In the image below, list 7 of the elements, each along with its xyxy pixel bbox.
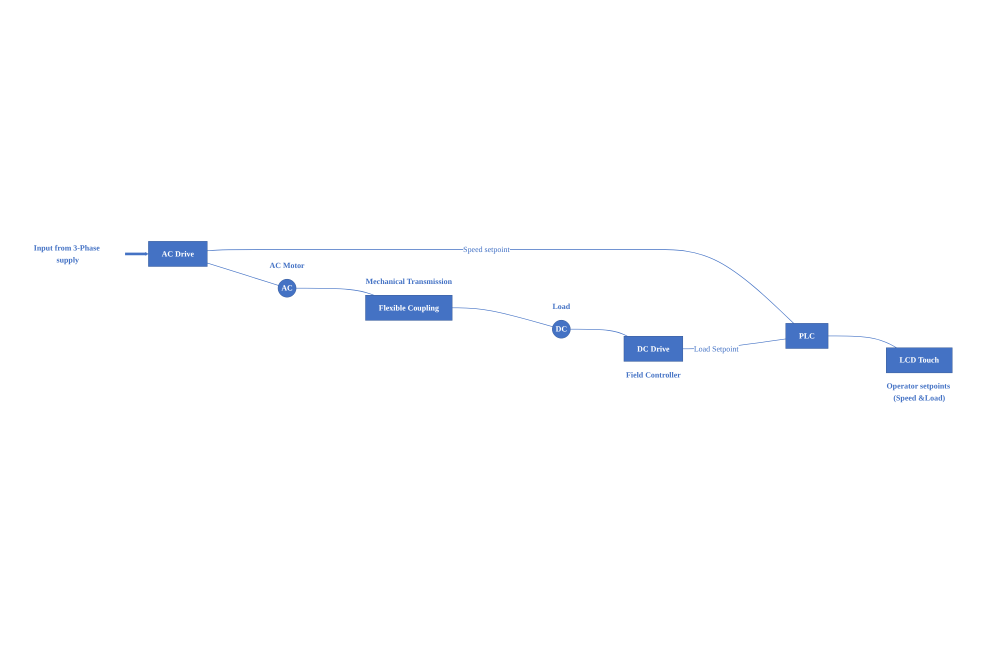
- arrow: [125, 252, 149, 256]
- connector: [296, 288, 374, 296]
- connector: [452, 307, 553, 327]
- connector: [206, 262, 279, 286]
- connector: [570, 328, 628, 336]
- connector: [828, 336, 897, 348]
- connector: [206, 249, 794, 324]
